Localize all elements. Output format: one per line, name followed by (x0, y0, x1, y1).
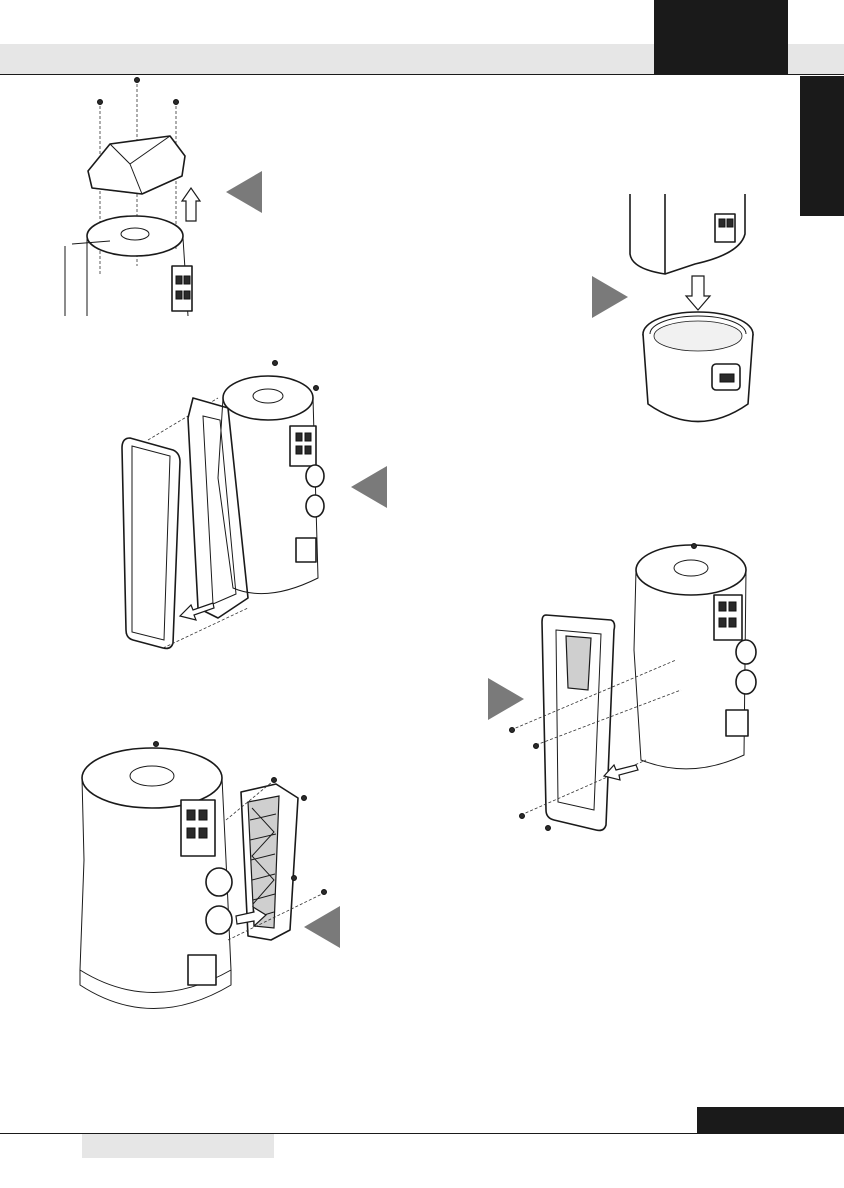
step-marker-left (226, 171, 262, 213)
footer-band (82, 1134, 274, 1158)
fig-grille-removal (76, 740, 346, 1040)
fig-top-cover-removal (60, 76, 220, 316)
fig-side-panel-removal (118, 358, 338, 658)
step-marker-left (304, 906, 340, 948)
step-marker-left (351, 466, 387, 508)
step-marker-right (488, 678, 524, 720)
step-marker-right (592, 276, 628, 318)
page-number-block (697, 1107, 844, 1133)
screw-icon (98, 78, 179, 105)
header-chapter-block (654, 0, 788, 74)
fig-back-frame-removal (506, 540, 766, 840)
section-tab (800, 76, 844, 216)
fig-bin-removal (620, 194, 760, 434)
